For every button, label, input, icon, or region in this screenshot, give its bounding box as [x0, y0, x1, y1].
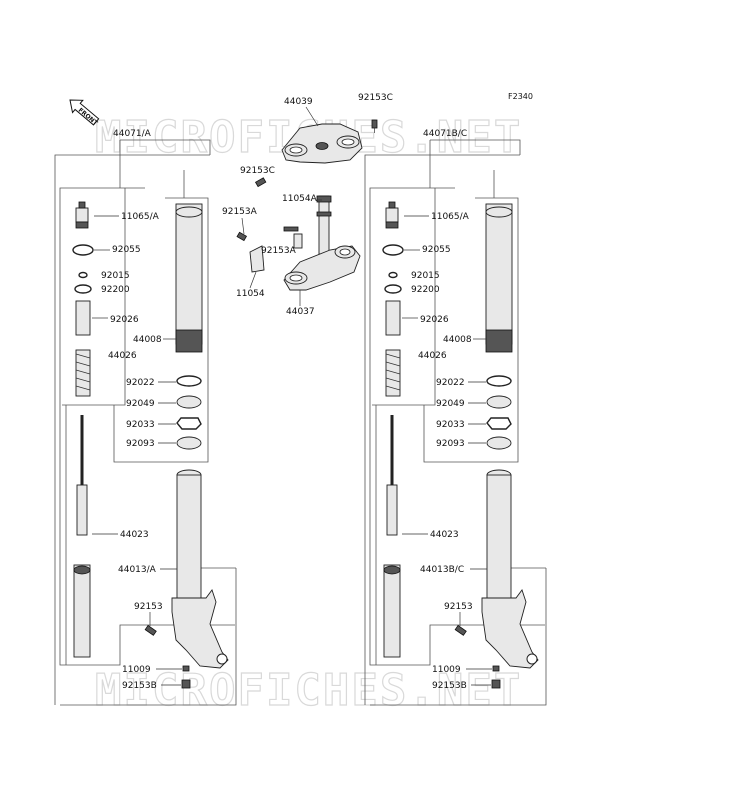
right-label-92015: 92015 [411, 271, 440, 281]
right-label-44013: 44013B/C [420, 565, 464, 575]
left-label-44008: 44008 [133, 335, 162, 345]
left-seal-92049 [176, 395, 202, 409]
right-label-92022: 92022 [436, 378, 465, 388]
left-label-11009: 11009 [122, 665, 151, 675]
lower-triple-clamp [283, 245, 361, 291]
left-adjuster-cap [75, 201, 89, 229]
left-washer-92015 [78, 271, 88, 279]
right-axle-bracket [454, 589, 539, 669]
right-cartridge-44023 [383, 415, 401, 658]
left-label-92049: 92049 [126, 399, 155, 409]
right-clip-92033 [486, 417, 512, 430]
label-11054a: 11054A [282, 194, 318, 204]
left-label-11065: 11065/A [121, 212, 160, 222]
left-label-44026: 44026 [108, 351, 137, 361]
left-seal-92093 [176, 436, 202, 450]
right-label-44026: 44026 [418, 351, 447, 361]
right-label-92153: 92153 [444, 602, 473, 612]
left-label-92055: 92055 [112, 245, 141, 255]
upper-triple-clamp [281, 123, 363, 164]
right-inner-tube-44013 [486, 469, 512, 604]
left-clip-92033 [176, 417, 202, 430]
right-outer-tube-44008 [485, 203, 513, 353]
right-ring-92022 [486, 375, 512, 387]
left-label-44013: 44013/A [118, 565, 157, 575]
left-o-ring-92055 [72, 244, 94, 256]
left-label-92200: 92200 [101, 285, 130, 295]
right-label-92153b: 92153B [432, 681, 467, 691]
watermark-bottom: MICROFICHES.NET [95, 665, 522, 716]
left-bolt-11009 [182, 665, 190, 672]
right-label-92093: 92093 [436, 439, 465, 449]
label-92153c-top: 92153C [358, 93, 393, 103]
right-adjuster-cap [385, 201, 399, 229]
right-collar-92026 [385, 300, 401, 336]
right-label-44008: 44008 [443, 335, 472, 345]
right-fork-assembly: 44071B/C [364, 129, 547, 706]
right-label-11065: 11065/A [431, 212, 470, 222]
steering-stem [316, 195, 332, 255]
bolt-92153c-top [371, 119, 378, 133]
label-44039: 44039 [284, 97, 313, 107]
label-92153a-mid: 92153A [261, 246, 297, 256]
diagram-ref: F2340 [508, 92, 533, 101]
left-label-92026: 92026 [110, 315, 139, 325]
left-inner-tube-44013 [176, 469, 202, 604]
left-ring-92022 [176, 375, 202, 387]
left-label-44023: 44023 [120, 530, 149, 540]
right-label-92026: 92026 [420, 315, 449, 325]
label-92153c-side: 92153C [240, 166, 275, 176]
right-washer-92015 [388, 271, 398, 279]
left-label-92153: 92153 [134, 602, 163, 612]
left-label-92033: 92033 [126, 420, 155, 430]
left-label-assembly: 44071/A [113, 129, 152, 139]
right-label-11009: 11009 [432, 665, 461, 675]
left-label-92153b: 92153B [122, 681, 157, 691]
left-spring-44026 [75, 349, 91, 397]
right-label-92200: 92200 [411, 285, 440, 295]
right-label-92033: 92033 [436, 420, 465, 430]
label-44037: 44037 [286, 307, 315, 317]
bolt-92153c-side [254, 177, 267, 188]
left-collar-92026 [75, 300, 91, 336]
left-bolt-92153b [181, 679, 191, 689]
right-seal-92049 [486, 395, 512, 409]
right-label-assembly: 44071B/C [423, 129, 467, 139]
right-seal-92093 [486, 436, 512, 450]
right-label-92049: 92049 [436, 399, 465, 409]
right-spring-44026 [385, 349, 401, 397]
right-label-44023: 44023 [430, 530, 459, 540]
right-bolt-92153b [491, 679, 501, 689]
left-label-92022: 92022 [126, 378, 155, 388]
left-ring-92200 [74, 284, 92, 294]
left-fork-assembly: 44071/A [54, 129, 237, 706]
top-clamp-assembly: 44039 92153C 92153C 11054A 92153A 92153A… [222, 93, 393, 317]
left-cartridge-44023 [73, 415, 91, 658]
right-ring-92200 [384, 284, 402, 294]
label-92153a-left: 92153A [222, 207, 258, 217]
bolt-92153a-mid [283, 226, 303, 249]
right-o-ring-92055 [382, 244, 404, 256]
bracket-11054 [236, 231, 265, 273]
left-outer-tube-44008 [175, 203, 203, 353]
left-label-92093: 92093 [126, 439, 155, 449]
right-label-92055: 92055 [422, 245, 451, 255]
left-axle-bracket [144, 589, 229, 669]
label-11054: 11054 [236, 289, 265, 299]
left-label-92015: 92015 [101, 271, 130, 281]
right-bolt-11009 [492, 665, 500, 672]
